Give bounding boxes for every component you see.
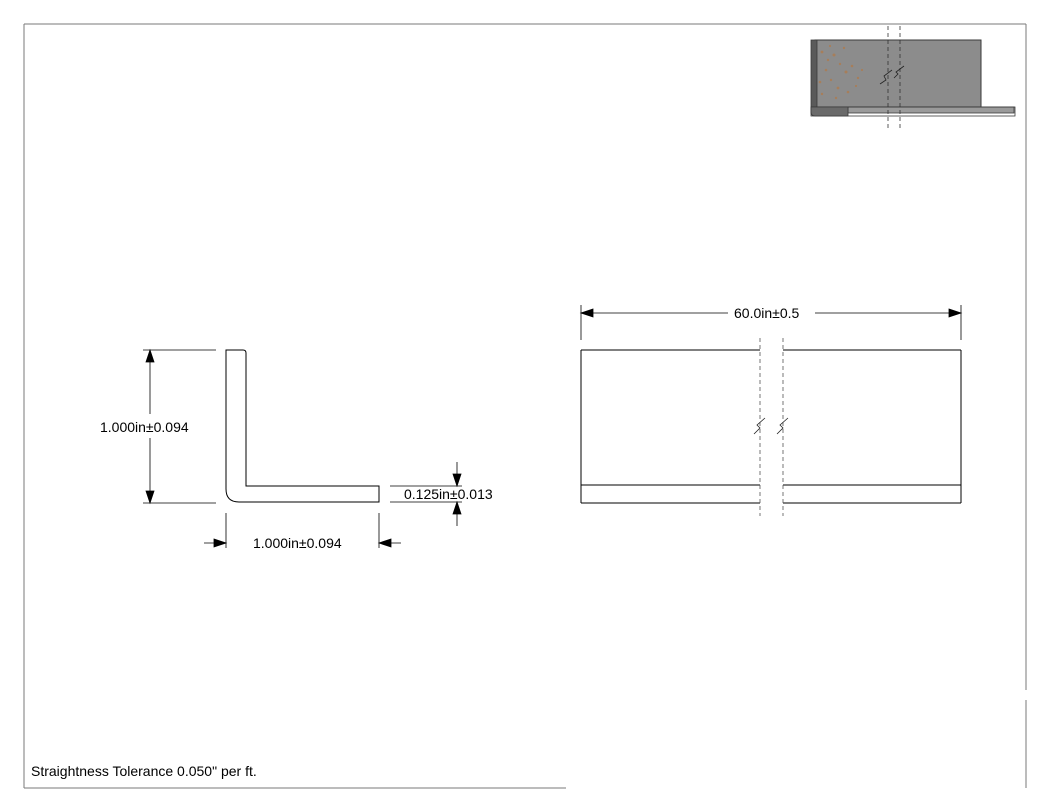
- angle-profile: [225, 349, 380, 503]
- angle-front-view: [580, 349, 962, 504]
- length-label: 60.0in±0.5: [734, 305, 800, 321]
- sheet-border: [23, 23, 1027, 789]
- preview-vertical-edge: [810, 39, 818, 114]
- angle-cross-section: [225, 349, 380, 503]
- preview-thumbnail: [810, 26, 1016, 130]
- leg-height-label: 1.000in±0.094: [100, 419, 189, 435]
- dim-length: [579, 305, 963, 340]
- dim-leg-height: [143, 348, 216, 505]
- straightness-note: Straightness Tolerance 0.050" per ft.: [31, 763, 257, 779]
- dim-thickness: [390, 462, 462, 526]
- preview-bend: [810, 106, 849, 117]
- leg-width-label: 1.000in±0.094: [253, 535, 342, 551]
- dim-leg-width: [204, 513, 401, 548]
- preview-flange-top: [847, 106, 1015, 114]
- preview-rust-texture: [818, 44, 864, 100]
- thickness-label: 0.125in±0.013: [404, 486, 493, 502]
- break-lines: [753, 338, 789, 516]
